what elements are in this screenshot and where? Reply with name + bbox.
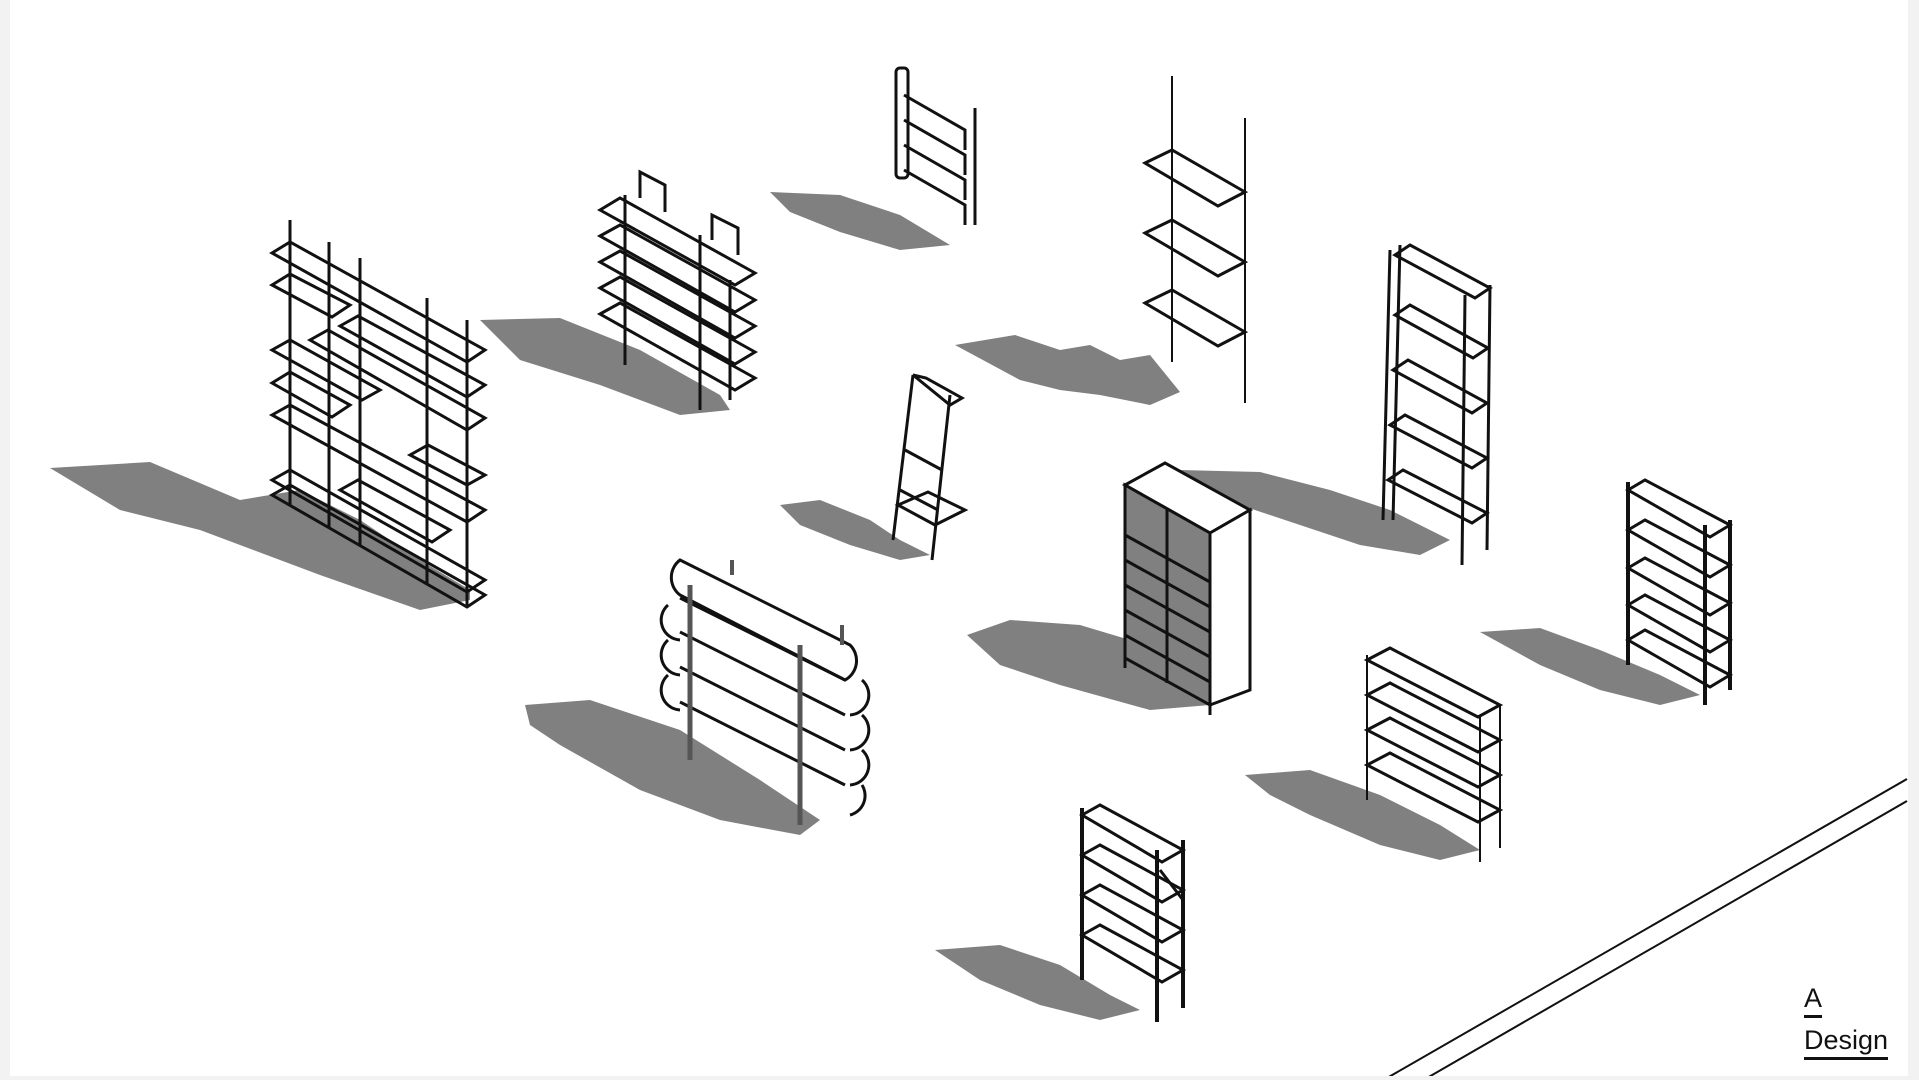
bracket-shelf-unit bbox=[596, 169, 758, 410]
light-frame-shelf bbox=[1363, 646, 1504, 862]
tall-black-frame-shelf bbox=[1625, 478, 1734, 705]
modular-wall-shelving bbox=[268, 220, 489, 609]
logo-line-2: Design bbox=[1804, 1024, 1889, 1060]
brand-logo: A Design bbox=[1804, 982, 1889, 1066]
floor-edge-line bbox=[1428, 800, 1908, 1076]
logo-line-1: A bbox=[1804, 982, 1823, 1018]
glass-door-cabinet bbox=[1121, 461, 1254, 715]
tall-frame-bookcase bbox=[1381, 243, 1493, 566]
rounded-wall-rack bbox=[894, 66, 977, 225]
shadows bbox=[50, 192, 1700, 1020]
isometric-shelving-drawing bbox=[50, 66, 1908, 1076]
leaning-ladder-shelf bbox=[891, 373, 969, 561]
furniture-lines bbox=[268, 66, 1908, 1076]
diagram-canvas: A Design bbox=[10, 0, 1908, 1076]
wall-rail-shelves bbox=[1141, 76, 1249, 403]
small-black-frame-shelf bbox=[1078, 803, 1187, 1022]
floor-edge-line bbox=[1388, 778, 1908, 1076]
pill-shaped-shelf bbox=[659, 558, 871, 825]
